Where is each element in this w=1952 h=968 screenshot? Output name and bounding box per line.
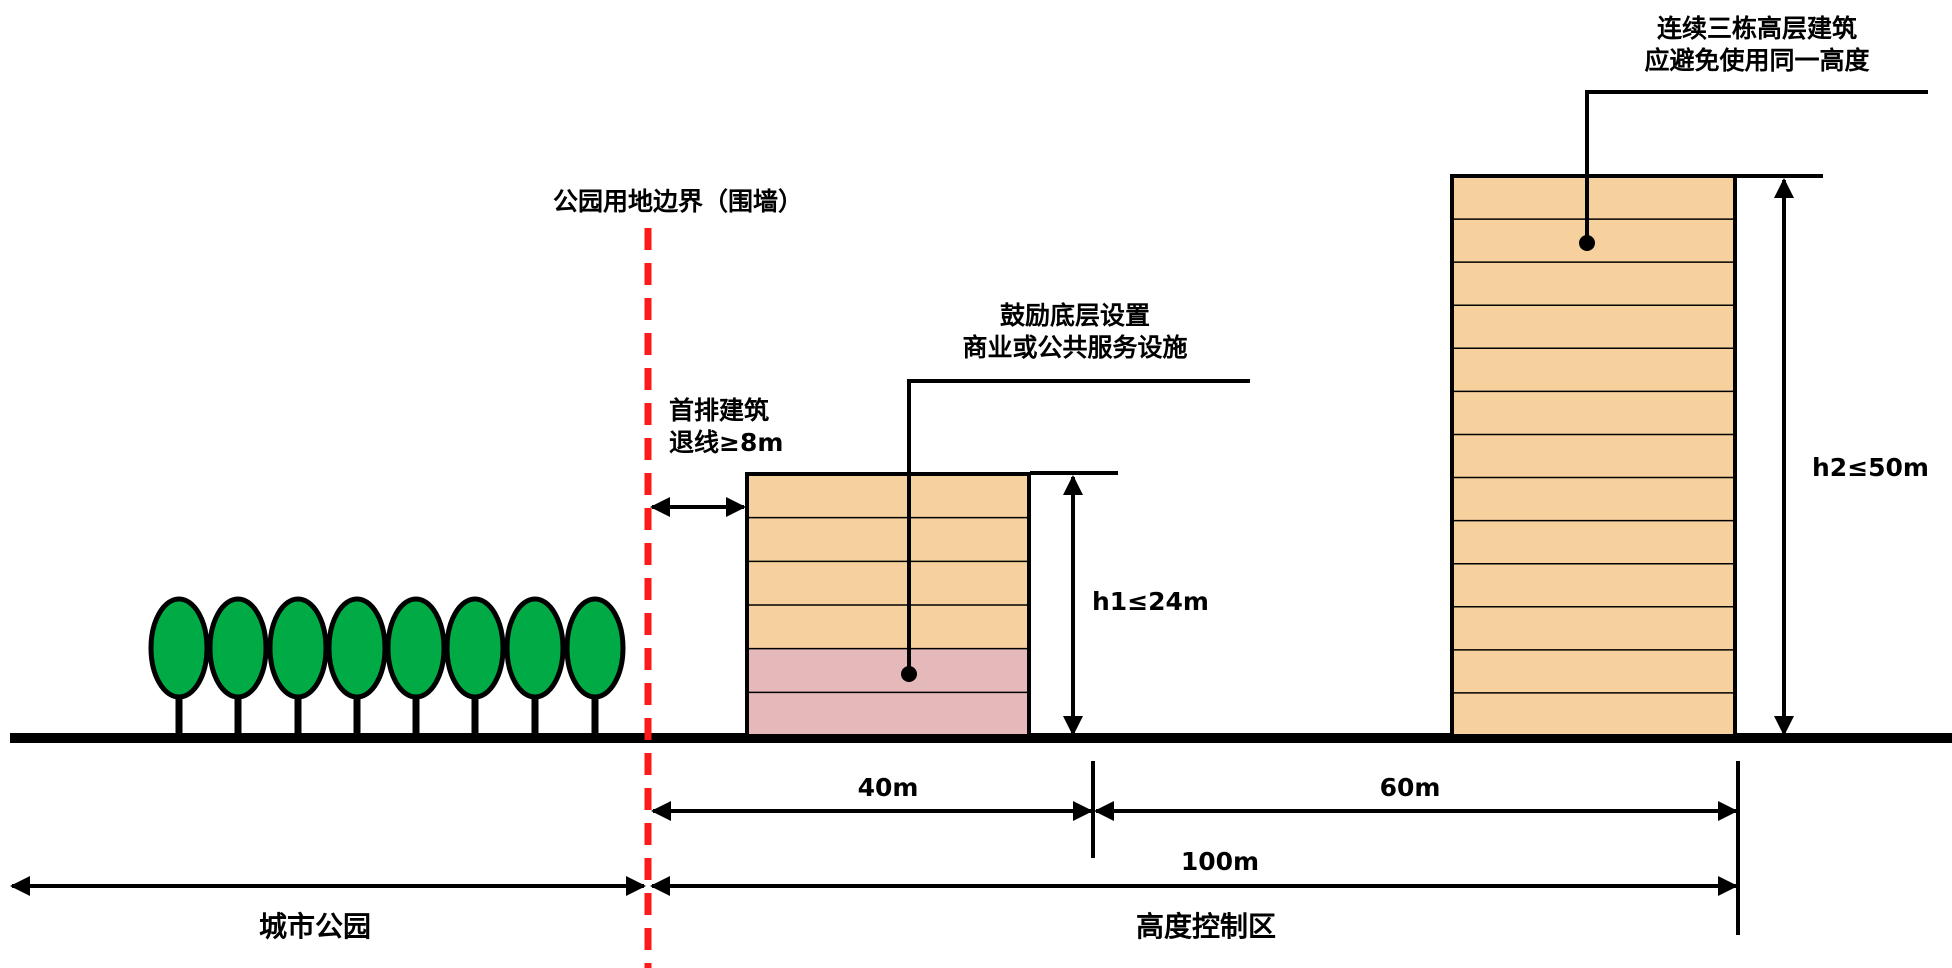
floor — [1452, 520, 1735, 564]
dim-60m-label: 60m — [1380, 773, 1441, 802]
low-building — [745, 472, 1031, 738]
tree — [326, 596, 388, 736]
floor — [1452, 649, 1735, 693]
high-building-note-line2: 应避免使用同一高度 — [1644, 46, 1869, 75]
setback-label-line1: 首排建筑 — [669, 396, 769, 425]
floor — [747, 561, 1029, 605]
floor — [747, 474, 1029, 518]
low-building-callout — [901, 379, 1250, 682]
building-outline — [745, 472, 1031, 738]
h2-label: h2≤50m — [1812, 453, 1929, 482]
dimension-ticks — [1091, 761, 1740, 935]
high-building-callout — [1579, 90, 1928, 251]
building-outline — [1450, 174, 1737, 738]
park-boundary-label: 公园用地边界（围墙） — [553, 187, 803, 216]
high-building-note-line1: 连续三栋高层建筑 — [1657, 14, 1857, 43]
dim-40m-label: 40m — [858, 773, 919, 802]
city-park-label: 城市公园 — [259, 910, 371, 943]
tree — [148, 596, 210, 736]
h2-dimension — [1737, 174, 1823, 736]
floor — [1452, 391, 1735, 435]
floor — [1452, 606, 1735, 650]
tree — [207, 596, 269, 736]
tree — [385, 596, 447, 736]
commercial-floor — [747, 648, 1029, 693]
tree — [444, 596, 506, 736]
high-building — [1450, 174, 1737, 738]
tree-row — [148, 596, 626, 736]
dim-100m-label: 100m — [1181, 847, 1259, 876]
h1-dimension — [1030, 471, 1118, 736]
floor — [1452, 305, 1735, 349]
floor — [1452, 434, 1735, 478]
tree — [564, 596, 626, 736]
tree — [504, 596, 566, 736]
floor — [1452, 692, 1735, 736]
floor — [1452, 262, 1735, 306]
low-building-note-line1: 鼓励底层设置 — [1000, 301, 1150, 330]
floor — [1452, 176, 1735, 220]
h1-label: h1≤24m — [1092, 587, 1209, 616]
floor — [1452, 348, 1735, 392]
floor — [747, 605, 1029, 649]
setback-label-line2: 退线≥8m — [669, 428, 783, 457]
low-building-note-line2: 商业或公共服务设施 — [962, 333, 1187, 362]
floor — [747, 517, 1029, 562]
height-zone-label: 高度控制区 — [1136, 910, 1276, 943]
commercial-floor — [747, 692, 1029, 736]
tree — [267, 596, 329, 736]
floor — [1452, 563, 1735, 607]
floor — [1452, 477, 1735, 521]
